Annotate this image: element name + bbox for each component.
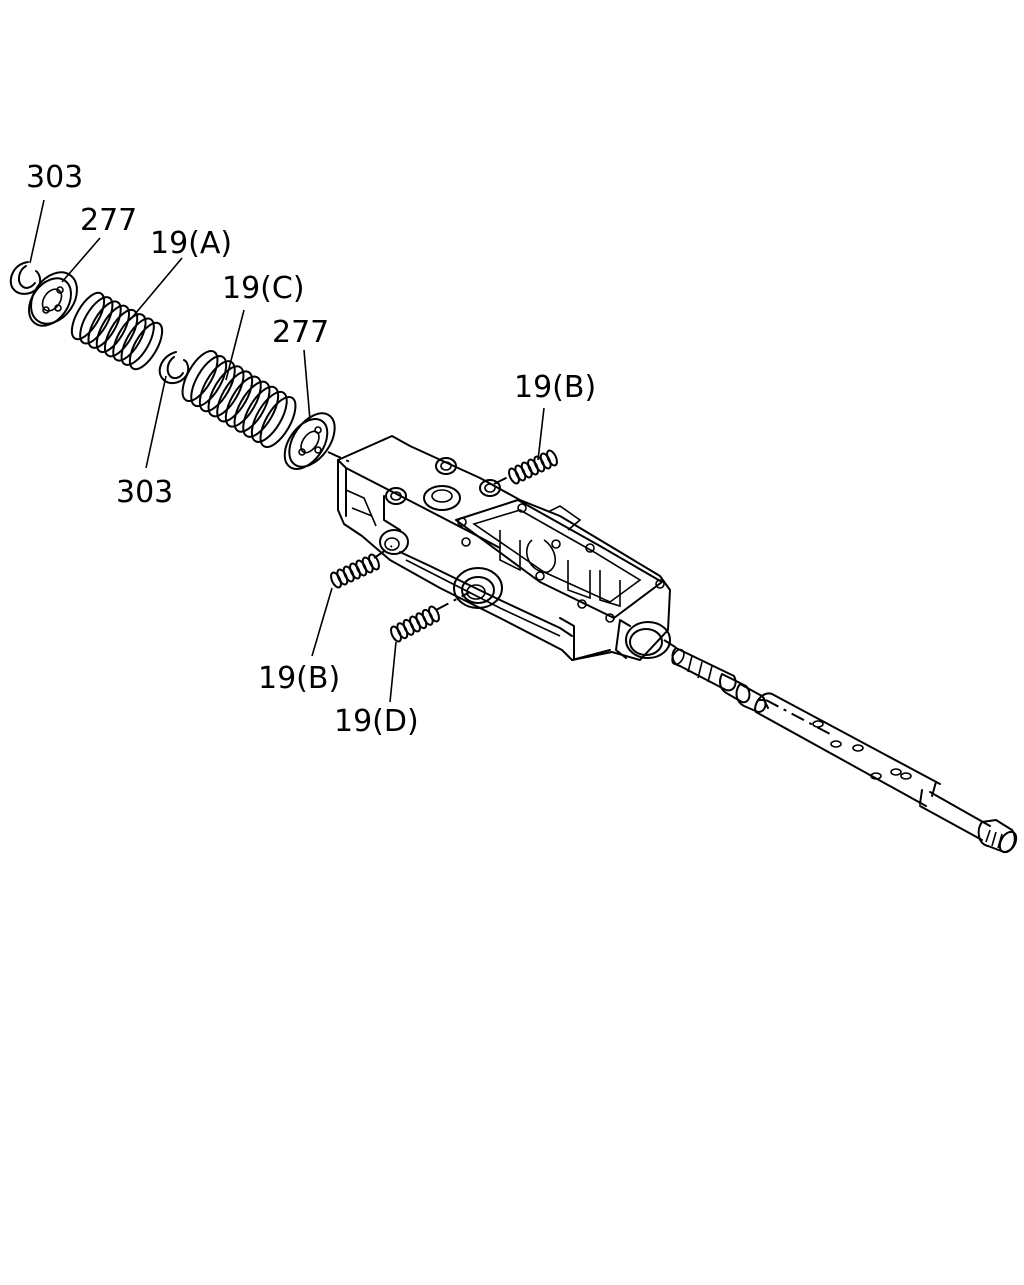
snap-ring-303-bottom[interactable]: [158, 351, 190, 384]
snap-ring-303-top[interactable]: [9, 261, 42, 295]
spring-19c[interactable]: [176, 346, 303, 452]
spring-19d-axis: [435, 591, 471, 611]
spring-19b-left[interactable]: [329, 553, 381, 589]
label-277-right[interactable]: 277: [272, 315, 329, 350]
label-277-left[interactable]: 277: [80, 203, 137, 238]
retainer-277-left[interactable]: [20, 264, 86, 334]
label-19c[interactable]: 19(C): [222, 271, 305, 306]
spring-19b-right[interactable]: [507, 449, 559, 485]
label-19b-right[interactable]: 19(B): [514, 370, 596, 405]
label-19a[interactable]: 19(A): [150, 226, 232, 261]
spring-19b-left-axis: [373, 545, 393, 559]
retainer-277-right[interactable]: [276, 405, 344, 477]
leader-lines: [29, 199, 545, 703]
valve-housing[interactable]: [337, 435, 671, 661]
assembly-axis-line: [327, 451, 351, 463]
valve-spool-shaft[interactable]: [663, 639, 1020, 855]
label-303-top[interactable]: 303: [26, 160, 83, 195]
spring-19d[interactable]: [389, 605, 441, 643]
spring-19b-right-axis: [493, 475, 511, 485]
label-19b-left[interactable]: 19(B): [258, 661, 340, 696]
spring-19a[interactable]: [65, 288, 168, 374]
label-303-bottom[interactable]: 303: [116, 475, 173, 510]
label-19d[interactable]: 19(D): [334, 704, 419, 739]
